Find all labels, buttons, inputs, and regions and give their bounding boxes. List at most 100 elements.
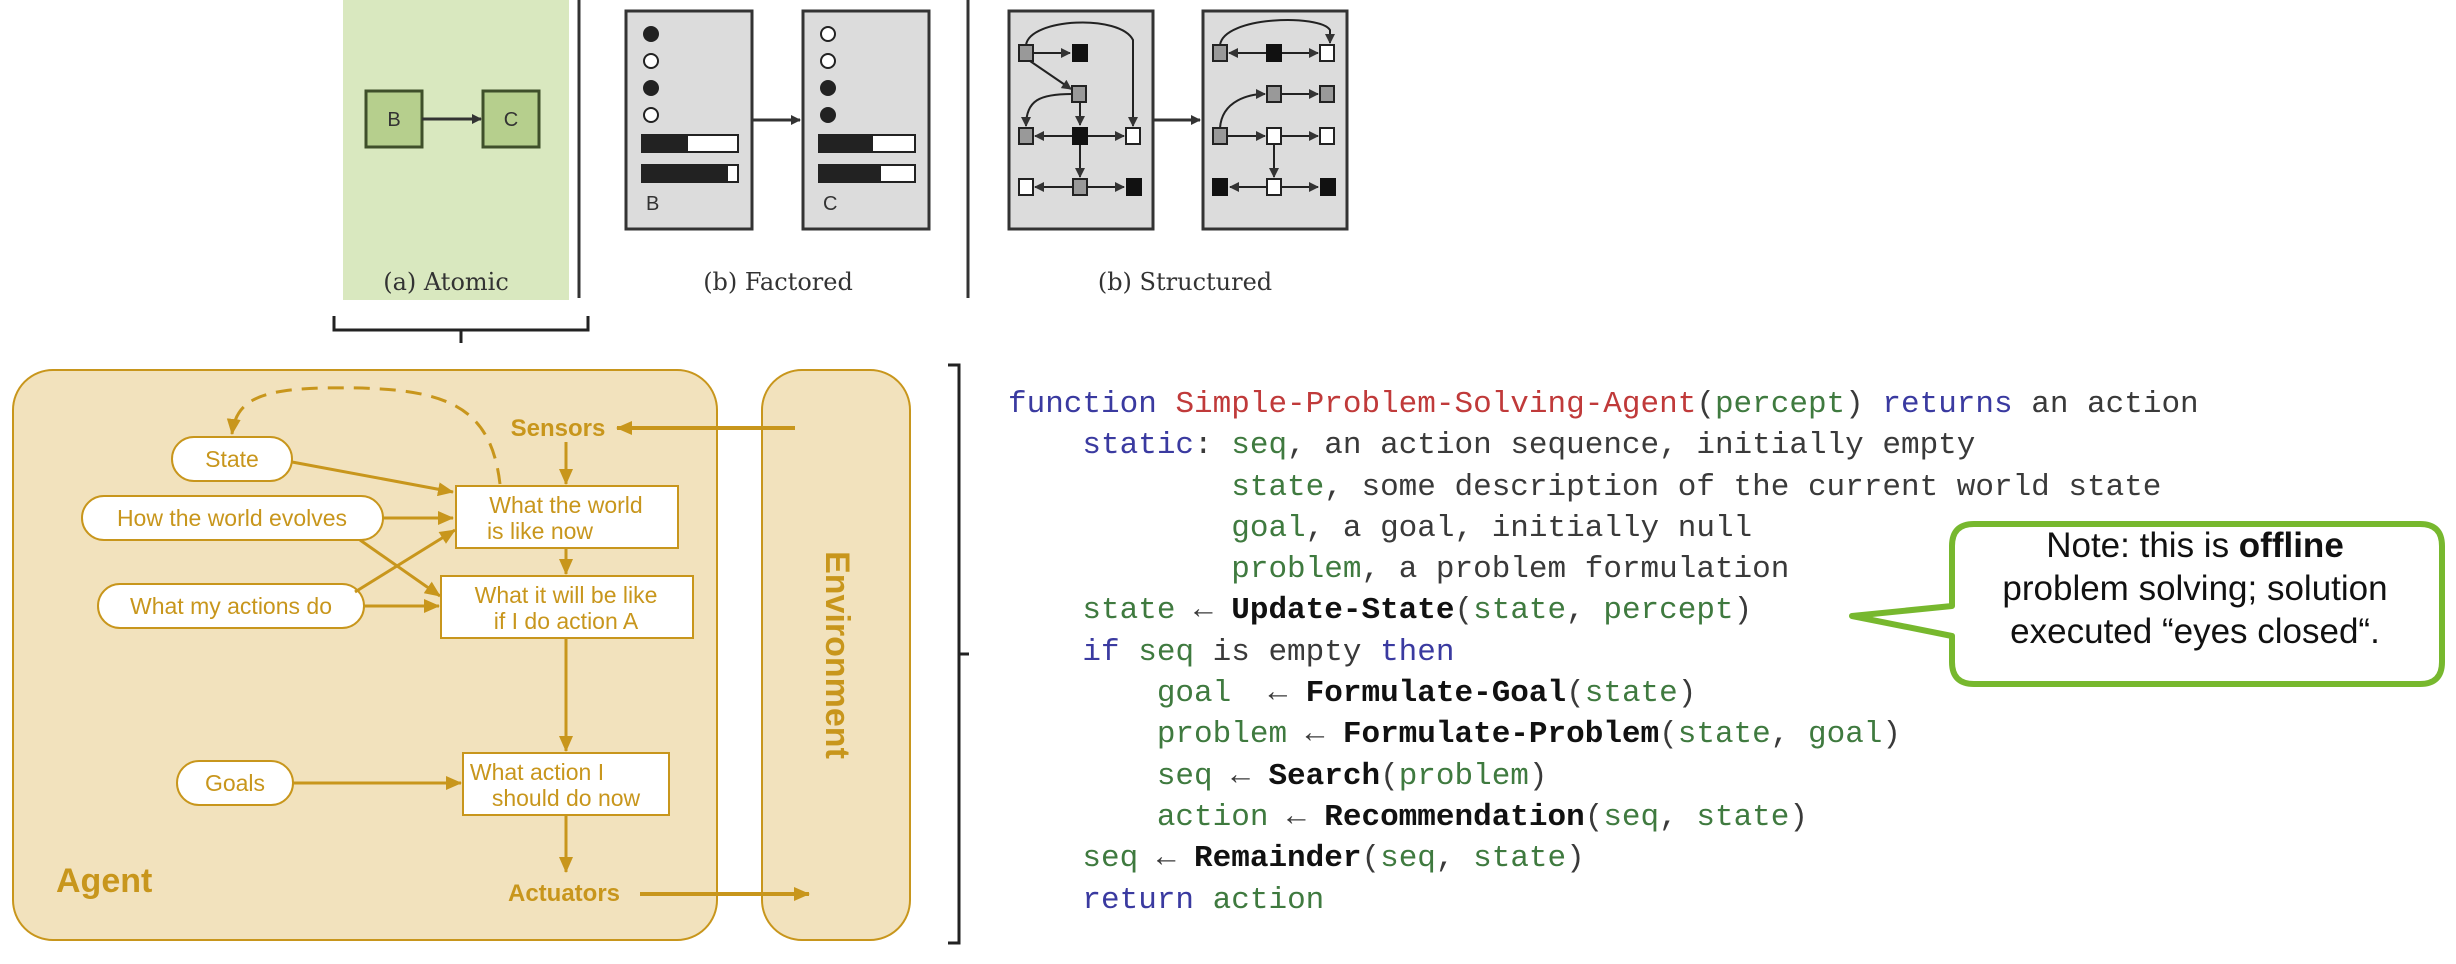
code-line: function Simple-Problem-Solving-Agent(pe… (1008, 384, 2199, 425)
factored-b-dot (643, 80, 659, 96)
code-token: Formulate-Problem (1342, 717, 1660, 753)
code-token (1008, 676, 1157, 711)
will-be-box (440, 575, 694, 639)
code-token: seq (1603, 799, 1660, 835)
code-token (1008, 635, 1082, 670)
structured-node (1071, 85, 1087, 103)
code-token: ( (1584, 799, 1604, 835)
world-now-box (455, 485, 679, 549)
atomic-caption: (a) Atomic (383, 268, 509, 296)
code-token: seq (1138, 634, 1195, 670)
code-line: problem, a problem formulation (1008, 549, 2199, 590)
structured-state-2 (1201, 9, 1349, 231)
code-token: an action (2012, 387, 2199, 422)
code-token: problem (1231, 552, 1362, 588)
action-box (462, 752, 670, 816)
pseudocode-block: function Simple-Problem-Solving-Agent(pe… (1008, 384, 2199, 921)
code-token: : (1194, 428, 1232, 464)
atomic-state-c (481, 89, 541, 149)
code-token (1008, 883, 1082, 918)
code-token: ← (1287, 717, 1343, 753)
code-token: percept (1603, 593, 1734, 629)
structured-node (1266, 85, 1282, 103)
note-bold: offline (2238, 526, 2344, 565)
code-token: , (1770, 717, 1808, 753)
code-line: goal ← Formulate-Goal(state) (1008, 673, 2199, 714)
structured-node (1320, 178, 1336, 196)
code-token: state (1473, 841, 1567, 877)
structured-node (1018, 44, 1034, 62)
note-prefix: Note: this is (2046, 526, 2239, 565)
note-text: Note: this is offline problem solving; s… (1948, 524, 2442, 684)
code-token: action (1212, 882, 1325, 918)
structured-edge (1029, 60, 1072, 90)
code-token: state (1677, 717, 1771, 753)
code-token: ← (1231, 676, 1306, 712)
structured-edge (1021, 93, 1073, 127)
code-token: ) (1528, 758, 1548, 794)
structured-edge (1219, 89, 1266, 129)
code-token: goal (1807, 717, 1883, 753)
state-to-world-arrow (291, 460, 454, 497)
code-token: static (1082, 428, 1195, 464)
code-line: if seq is empty then (1008, 632, 2199, 673)
code-token (1008, 428, 1082, 463)
actions-to-world-arrow (354, 528, 456, 594)
structured-node (1072, 44, 1088, 62)
structured-node (1018, 178, 1034, 196)
atomic-state-b-label: B (387, 109, 400, 131)
factored-c-bar-fill (819, 135, 873, 152)
state-feedback-arrow (226, 386, 502, 485)
environment-box (761, 369, 911, 941)
structured-node (1266, 44, 1282, 62)
will-be-line2: if I do action A (494, 608, 639, 634)
structured-node (1072, 178, 1088, 196)
code-token: Remainder (1194, 841, 1362, 877)
structured-caption: (b) Structured (1098, 268, 1272, 296)
code-token: seq (1380, 841, 1436, 877)
code-token: , an action sequence, initially empty (1287, 428, 1976, 464)
factored-b-dot (643, 107, 659, 123)
code-token: ← (1175, 593, 1232, 629)
code-token: action (1156, 799, 1269, 835)
structured-node (1319, 127, 1335, 145)
code-token: ( (1566, 676, 1585, 712)
code-token (1008, 800, 1157, 835)
atomic-background (343, 0, 569, 300)
structured-node (1212, 44, 1228, 62)
factored-c-dot (820, 80, 836, 96)
factored-b-dot (643, 53, 659, 69)
evolves-to-willbe-arrow (359, 538, 441, 598)
code-token: goal (1231, 510, 1306, 546)
code-token: Simple-Problem-Solving-Agent (1175, 387, 1697, 422)
note-line3: executed “eyes closed“. (2010, 612, 2380, 651)
code-token: ← (1138, 841, 1195, 877)
code-token (1008, 593, 1082, 628)
code-token: ) (1733, 593, 1753, 629)
structured-node (1266, 178, 1282, 196)
code-token: Recommendation (1324, 799, 1585, 835)
code-token (1008, 552, 1231, 587)
state-label: State (205, 446, 259, 472)
factored-b-bar-fill (642, 135, 688, 152)
actions-do-label: What my actions do (130, 593, 332, 619)
will-be-line1: What it will be like (475, 582, 658, 608)
code-token: ) (1677, 676, 1697, 712)
structured-node (1266, 127, 1282, 145)
code-token: state (1696, 799, 1790, 835)
code-token (1008, 759, 1157, 794)
goals-label: Goals (205, 770, 265, 796)
code-token: Search (1268, 758, 1381, 794)
code-token: state (1231, 469, 1325, 505)
structured-node (1319, 85, 1335, 103)
code-token (1008, 470, 1231, 505)
code-token: seq (1231, 428, 1288, 464)
code-token: , (1659, 799, 1697, 835)
action-line2: should do now (492, 785, 641, 811)
code-line: seq ← Remainder(seq, state) (1008, 838, 2199, 879)
code-token: , some description of the current world … (1324, 469, 2162, 505)
structured-node (1319, 44, 1335, 62)
structured-edge (1219, 19, 1335, 46)
sensors-label: Sensors (511, 415, 606, 442)
